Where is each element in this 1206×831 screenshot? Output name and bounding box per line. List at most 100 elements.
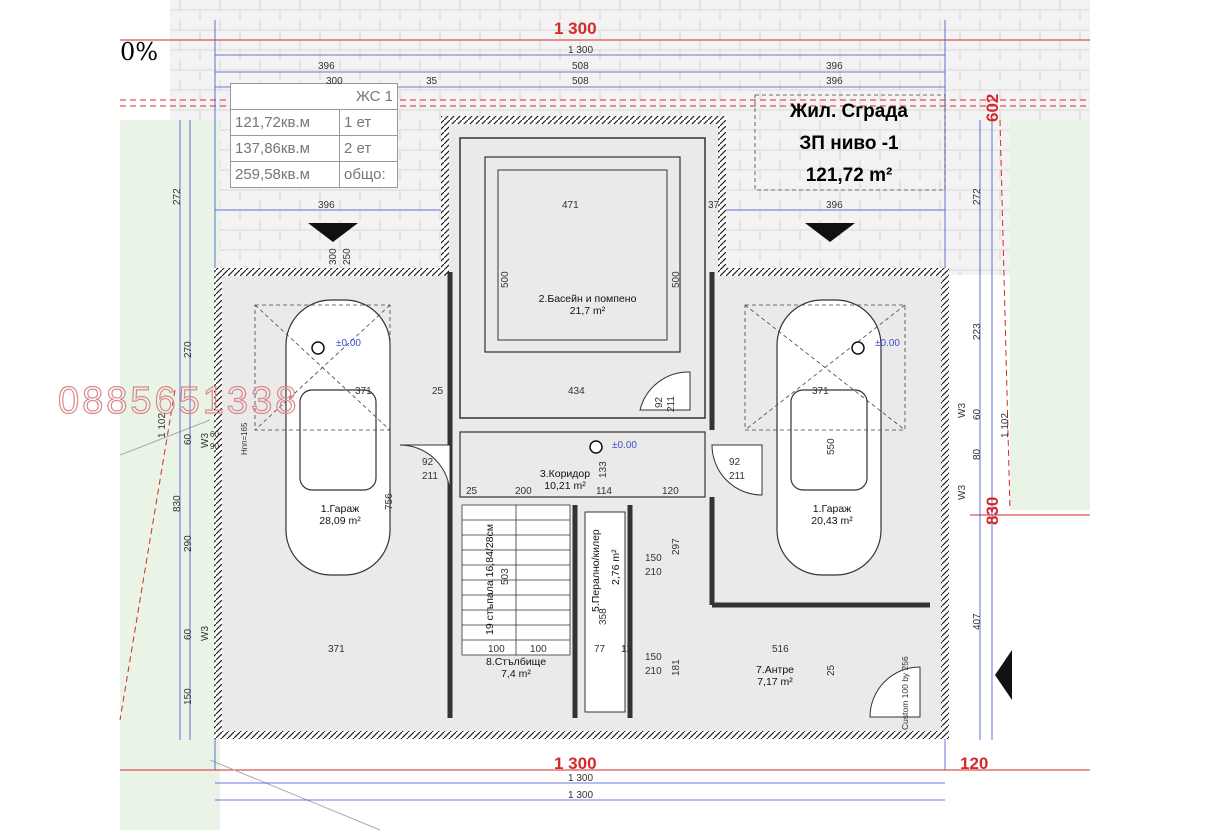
dimension-label: 1 102 (1000, 412, 1011, 438)
pool-basin-inner (497, 169, 668, 341)
title-line-1: Жил. Сграда (790, 101, 908, 122)
red-dimension-bottom: 1 300 (554, 754, 597, 773)
door-height: 211 (666, 396, 677, 412)
title-line-2: ЗП ниво -1 (799, 133, 899, 154)
door-width: 150 (645, 652, 662, 663)
level-label: ±0.00 (875, 338, 900, 349)
door-width: 150 (645, 553, 662, 564)
garage-door-dashes (254, 94, 946, 431)
car-left-icon (285, 299, 391, 576)
dimension-label: 100 (530, 644, 547, 655)
level-marker-icon (311, 341, 325, 355)
area-cell: 137,86кв.м (230, 135, 340, 162)
red-dimension-top: 1 300 (554, 19, 597, 38)
dimension-label: 272 (972, 188, 983, 205)
pool-room (459, 137, 706, 419)
door-width: 92 (422, 457, 434, 468)
dimension-label: 500 (671, 271, 682, 288)
building-title: Жил. Сграда ЗП ниво -1 121,72 m² (755, 96, 943, 192)
room-label-garage-left: 1.Гараж 28,09 m² (300, 503, 380, 527)
room-area: 20,43 m² (811, 515, 853, 527)
door-height: 211 (422, 471, 438, 482)
window-label: W3 (957, 485, 968, 500)
building-walls (214, 116, 949, 739)
dimension-label: 150 (183, 688, 194, 705)
dimension-label: 270 (183, 341, 194, 358)
dimension-label: 37 (708, 200, 720, 211)
dimension-label: 250 (342, 248, 353, 265)
dimension-label: 371 (812, 386, 829, 397)
dimension-label: 396 (826, 61, 843, 72)
room-name: 5.Перално/килер (590, 529, 602, 612)
floor-cell: 2 ет (339, 135, 398, 162)
window-label: W3 (200, 626, 211, 641)
floor-cell: общо: (339, 161, 398, 188)
dimension-label: 297 (671, 538, 682, 555)
room-area: 21,7 m² (569, 305, 606, 317)
room-name: 1.Гараж (320, 503, 360, 515)
pool-basin-outer (484, 156, 681, 353)
dimension-label: 25 (466, 486, 478, 497)
room-area: 7,4 m² (501, 668, 531, 680)
area-cell: 121,72кв.м (230, 109, 340, 136)
grey-diagonal-line (119, 419, 211, 456)
dimension-label: 434 (568, 386, 585, 397)
room-label-pool: 2.Басейн и помпено 21,7 m² (520, 293, 655, 317)
room-area: 7,17 m² (757, 676, 793, 688)
paving-strip-right (945, 105, 1010, 275)
interior-walls (447, 272, 930, 718)
door-swings (399, 371, 921, 718)
room-name: 3.Коридор (539, 468, 591, 480)
dimension-label: 407 (972, 613, 983, 630)
overlay-percent: 0% (120, 38, 159, 66)
dimension-label: 396 (318, 61, 335, 72)
level-marker-icon (589, 440, 603, 454)
stairs-note: 19 стъпала 16,84/28см (484, 524, 496, 635)
area-cell: 259,58кв.м (230, 161, 340, 188)
door-height: 210 (645, 666, 662, 677)
dimension-label: 300 (326, 76, 343, 87)
dimension-label: 25 (432, 386, 444, 397)
red-dimension-right-top: 602 (983, 93, 1002, 122)
room-label-corridor: 3.Коридор 10,21 m² (520, 468, 610, 492)
room-area: 28,09 m² (319, 515, 361, 527)
level-label: ±0.00 (612, 440, 637, 451)
room-label-entry: 7.Антре 7,17 m² (735, 664, 815, 688)
left-grass (120, 120, 220, 830)
red-dimension-right-mid: 830 (983, 496, 1002, 525)
window-dim: 90 (210, 442, 219, 451)
left-entrance-arrow-icon (308, 223, 358, 242)
room-name: 2.Басейн и помпено (538, 293, 637, 305)
room-label-laundry: 5.Перално/килер (590, 529, 602, 612)
dimension-label: 371 (355, 386, 372, 397)
level-marker-icon (851, 341, 865, 355)
room-name: 7.Антре (755, 664, 795, 676)
dimension-label: 272 (172, 188, 183, 205)
dimension-label: 1 300 (568, 790, 594, 801)
room-name: 8.Стълбище (485, 656, 547, 668)
door-width: 92 (654, 396, 665, 408)
dimension-label: 756 (384, 493, 395, 510)
custom-door-label: Custom 100 by 256 (900, 656, 910, 730)
dimension-label: 516 (772, 644, 789, 655)
dimension-label: 25 (826, 664, 837, 676)
dimension-label: 471 (562, 200, 579, 211)
staircase (461, 504, 571, 656)
car-right-icon (776, 299, 882, 576)
right-side-arrow-icon (995, 650, 1012, 700)
level-label: ±0.00 (336, 338, 361, 349)
door-height: 211 (729, 471, 745, 482)
red-diagonal-line (119, 389, 176, 721)
dimension-label: 35 (426, 76, 438, 87)
dimension-label: 60 (183, 628, 194, 640)
dimension-label: 396 (826, 200, 843, 211)
dimension-label: 290 (183, 535, 194, 552)
dimension-label: 396 (826, 76, 843, 87)
dimension-label: 60 (972, 408, 983, 420)
dimension-label: 508 (572, 76, 589, 87)
dimension-label: 100 (488, 644, 505, 655)
dimension-label: 12 (621, 644, 633, 655)
room-name: 1.Гараж (812, 503, 852, 515)
